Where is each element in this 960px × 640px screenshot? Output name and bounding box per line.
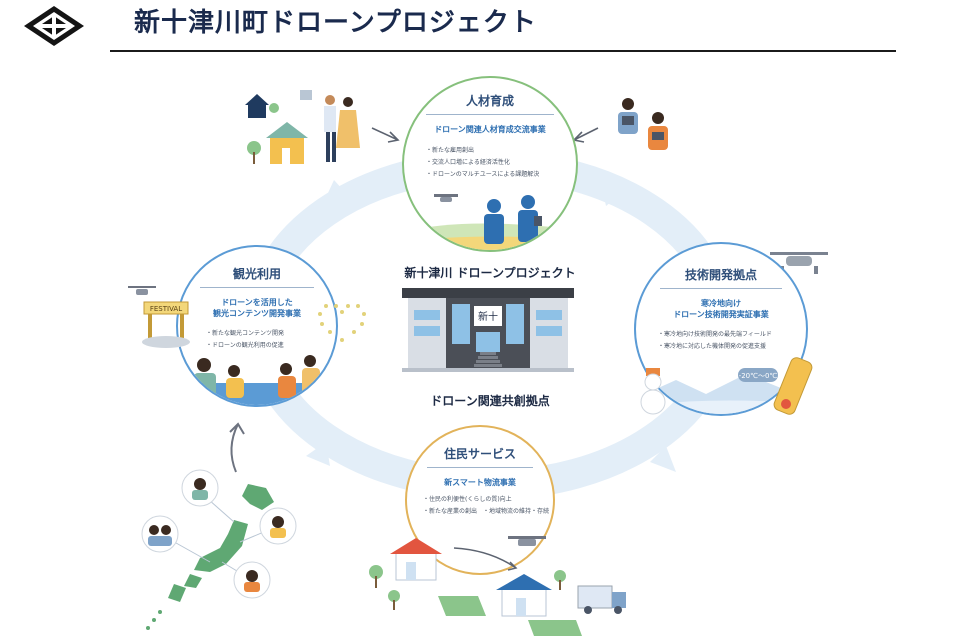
hub-left-bullet-1: ・新たな観光コンテンツ開発 bbox=[206, 330, 285, 337]
festival-stage-illustration: FESTIVAL bbox=[142, 301, 190, 348]
snow-mountain-illustration: -20℃〜0℃ bbox=[636, 368, 806, 414]
hub-right-subtitle-2: ドローン技術開発実証事業 bbox=[673, 310, 769, 319]
festival-sign: FESTIVAL bbox=[150, 305, 182, 313]
hub-bottom-divider bbox=[427, 467, 533, 468]
workers-illustration bbox=[618, 98, 668, 150]
cycle-arrow-top-left bbox=[322, 180, 352, 206]
tourists-illustration bbox=[178, 355, 336, 405]
hub-right-bullet-1: ・寒冷地向け技術開発の最先端フィールド bbox=[658, 331, 772, 338]
drone-heart-formation bbox=[318, 304, 366, 342]
hub-right-bullet-2: ・寒冷地に対応した機体開発の促進支援 bbox=[658, 343, 767, 350]
hub-top-heading: 人材育成 bbox=[465, 94, 514, 108]
hub-left-heading: 観光利用 bbox=[232, 267, 281, 281]
town-emblem-icon bbox=[24, 6, 84, 46]
inflow-arrow-right bbox=[572, 127, 599, 143]
title-divider bbox=[110, 50, 896, 52]
hub-left-subtitle-2: 観光コンテンツ開発事業 bbox=[213, 309, 301, 318]
temperature-label: -20℃〜0℃ bbox=[739, 372, 778, 380]
drone-small-icon bbox=[128, 286, 156, 295]
hub-top-bullet-2: ・交流人口増による経済活性化 bbox=[426, 159, 510, 166]
hub-left-divider bbox=[200, 287, 314, 288]
hub-right-subtitle-1: 寒冷地向け bbox=[701, 299, 741, 308]
hub-top-divider bbox=[426, 114, 554, 115]
hub-right-divider bbox=[660, 288, 782, 289]
thermometer-icon bbox=[773, 357, 813, 415]
hub-top-subtitle: ドローン関連人材育成交流事業 bbox=[434, 125, 546, 134]
center-caption: ドローン関連共創拠点 bbox=[430, 394, 550, 408]
hub-bottom-bullet-2: ・新たな産業の創出 ・地域物流の維持・存続 bbox=[423, 508, 550, 515]
co-creation-hub-building: 新十 bbox=[402, 288, 574, 372]
cycle-arrow-top-right bbox=[600, 178, 628, 206]
hub-top-bullet-3: ・ドローンのマルチユースによる課題解決 bbox=[426, 171, 540, 178]
snowman-illustration bbox=[640, 368, 666, 415]
building-sign: 新十 bbox=[478, 310, 498, 323]
hub-human-resources: 人材育成 ドローン関連人材育成交流事業 ・新たな雇用創出 ・交流人口増による経済… bbox=[402, 76, 578, 252]
inflow-arrow-left bbox=[371, 127, 400, 143]
hub-right-heading: 技術開発拠点 bbox=[684, 268, 757, 282]
hub-bottom-heading: 住民サービス bbox=[443, 447, 516, 461]
japan-map-illustration bbox=[141, 469, 297, 630]
hub-left-bullet-2: ・ドローンの観光利用の促進 bbox=[206, 342, 284, 349]
engineers-illustration bbox=[404, 194, 576, 250]
hub-top-bullet-1: ・新たな雇用創出 bbox=[426, 147, 475, 154]
family-house-illustration bbox=[245, 90, 360, 164]
hub-left-subtitle-1: ドローンを活用した bbox=[221, 298, 293, 307]
page-title: 新十津川町ドローンプロジェクト bbox=[134, 8, 537, 38]
cycle-arrow-bottom-right bbox=[650, 446, 676, 472]
hub-bottom-subtitle: 新スマート物流事業 bbox=[444, 478, 516, 487]
hub-tourism: 観光利用 ドローンを活用した 観光コンテンツ開発事業 ・新たな観光コンテンツ開発… bbox=[176, 245, 338, 407]
map-to-tourism-arrow bbox=[230, 423, 239, 473]
center-project-title: 新十津川 ドローンプロジェクト bbox=[404, 266, 576, 280]
hub-bottom-bullet-1: ・住民の利便性(くらしの質)向上 bbox=[423, 496, 512, 503]
cycle-arrow-bottom-left bbox=[306, 442, 330, 466]
hub-tech-development: 技術開発拠点 寒冷地向け ドローン技術開発実証事業 ・寒冷地向け技術開発の最先端… bbox=[634, 242, 808, 416]
logistics-illustration bbox=[369, 536, 626, 636]
